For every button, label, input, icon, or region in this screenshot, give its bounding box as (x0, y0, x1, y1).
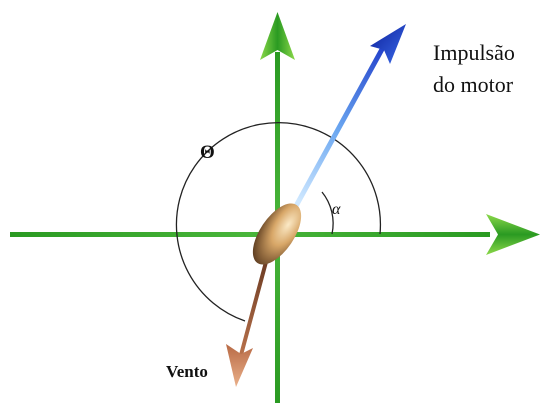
wind-label: Vento (166, 362, 208, 381)
impulse-label-line2: do motor (433, 72, 514, 97)
impulse-label-line1: Impulsão (433, 40, 515, 65)
horizontal-axis (10, 232, 490, 237)
green-arrow-right-icon (486, 214, 540, 255)
thrust-vector (293, 39, 389, 209)
wind-vector (239, 260, 268, 357)
theta-arc (175, 122, 382, 322)
alpha-label: α (332, 201, 341, 218)
green-arrow-up-icon (260, 12, 295, 60)
brown-arrow-icon (226, 344, 253, 387)
blue-arrow-icon (370, 24, 406, 64)
body-ellipse (252, 203, 302, 265)
alpha-arc (321, 191, 334, 235)
theta-label: Θ (200, 142, 215, 163)
